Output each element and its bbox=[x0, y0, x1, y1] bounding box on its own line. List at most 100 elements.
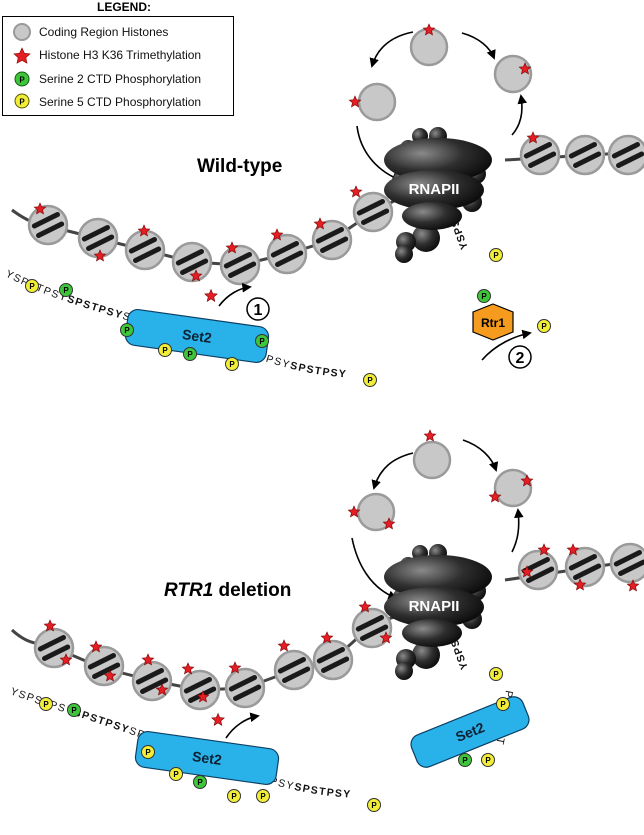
svg-text:P: P bbox=[231, 792, 237, 801]
arrow-rtr1-dephosphorylation bbox=[481, 329, 532, 361]
legend-label-histones: Coding Region Histones bbox=[39, 25, 169, 39]
step-marker-1: 1 bbox=[246, 297, 270, 321]
histone-nucleosome bbox=[33, 627, 75, 669]
ser2-phospho-mark: P bbox=[120, 323, 134, 337]
arrow-set2-methylation bbox=[218, 282, 252, 307]
rtr1-label: Rtr1 bbox=[481, 316, 505, 330]
k36me3-star bbox=[520, 474, 534, 487]
arrow-wildtype-cycle-top bbox=[369, 31, 414, 68]
svg-text:P: P bbox=[493, 670, 499, 679]
k36me3-star bbox=[573, 578, 587, 591]
legend-box: P P Coding Region Histones Histone H3 K3… bbox=[2, 16, 234, 116]
k36me3-star bbox=[423, 429, 437, 442]
k36me3-star bbox=[196, 690, 210, 703]
k36me3-star bbox=[141, 653, 155, 666]
rnapii-complex: RNAPII bbox=[384, 127, 492, 263]
ser2-phospho-mark: P bbox=[183, 347, 197, 361]
k36me3-star bbox=[379, 631, 393, 644]
ser5-phospho-mark: P bbox=[367, 798, 381, 812]
k36me3-star bbox=[33, 202, 47, 215]
legend-label-ser2: Serine 2 CTD Phosphorylation bbox=[39, 72, 202, 86]
k36me3-star bbox=[349, 185, 363, 198]
histone-nucleosome bbox=[77, 217, 119, 259]
ser5-phospho-mark: P bbox=[158, 343, 172, 357]
k36me3-star bbox=[566, 543, 580, 556]
rnapii-label: RNAPII bbox=[409, 598, 460, 615]
svg-text:P: P bbox=[145, 748, 151, 757]
legend-icons: P P bbox=[13, 23, 31, 109]
histone-nucleosome bbox=[273, 649, 315, 691]
svg-text:P: P bbox=[481, 292, 487, 301]
k36me3-star bbox=[211, 712, 225, 726]
arrow-layer bbox=[218, 31, 532, 739]
histone-nucleosome bbox=[312, 639, 354, 681]
k36me3-star bbox=[526, 131, 540, 144]
histone-nucleosome bbox=[224, 667, 266, 709]
histone-nucleosome bbox=[311, 219, 353, 261]
svg-text:P: P bbox=[63, 286, 69, 295]
k36me3-star bbox=[320, 631, 334, 644]
svg-text:P: P bbox=[162, 346, 168, 355]
ser2-phospho-mark: P bbox=[255, 334, 269, 348]
rnapii-complex: RNAPII bbox=[384, 544, 492, 680]
red-star-icon bbox=[13, 47, 31, 64]
legend-title: LEGEND: bbox=[97, 0, 151, 14]
k36me3-star bbox=[348, 95, 362, 108]
arrow-wildtype-cycle-right bbox=[461, 32, 496, 60]
k36me3-star bbox=[347, 505, 361, 518]
ser5-phospho-mark: P bbox=[227, 789, 241, 803]
ser5-phospho-mark: P bbox=[39, 697, 53, 711]
yellow-p-circle-icon: P bbox=[14, 93, 30, 109]
green-p-circle-icon: P bbox=[14, 71, 30, 87]
k36me3-star bbox=[204, 288, 218, 302]
ser5-phospho-mark: P bbox=[169, 767, 183, 781]
svg-text:2: 2 bbox=[516, 350, 525, 367]
ser5-phospho-mark: P bbox=[256, 789, 270, 803]
k36me3-star bbox=[189, 269, 203, 282]
histone-nucleosome bbox=[83, 645, 125, 687]
k36me3-star bbox=[89, 640, 103, 653]
deletion-title-gene: RTR1 bbox=[164, 580, 214, 601]
set2-label: Set2 bbox=[191, 748, 223, 768]
k36me3-star bbox=[518, 62, 532, 75]
histone-nucleosome bbox=[412, 440, 452, 480]
set2-label: Set2 bbox=[181, 326, 213, 346]
svg-text:P: P bbox=[259, 337, 265, 346]
histone-nucleosome bbox=[352, 191, 394, 233]
ser5-phospho-mark: P bbox=[363, 373, 377, 387]
histone-nucleosome bbox=[357, 82, 397, 122]
ser2-phospho-mark: P bbox=[477, 289, 491, 303]
step-marker-2: 2 bbox=[508, 345, 532, 369]
svg-text:P: P bbox=[29, 282, 35, 291]
set2-enzyme-wildtype: Set2 bbox=[124, 308, 270, 364]
svg-text:P: P bbox=[173, 770, 179, 779]
k36me3-star bbox=[225, 241, 239, 254]
ser5-phospho-mark: P bbox=[496, 697, 510, 711]
histone-layer bbox=[27, 27, 644, 711]
arrow-deletion-eviction bbox=[351, 537, 398, 600]
histone-nucleosome bbox=[564, 134, 606, 176]
deletion-title-rest: deletion bbox=[213, 580, 292, 601]
arrow-wildtype-eviction bbox=[356, 125, 402, 182]
histone-nucleosome bbox=[266, 233, 308, 275]
k36me3-star bbox=[43, 619, 57, 632]
deletion-title: RTR1 deletion bbox=[164, 580, 291, 602]
histone-nucleosome bbox=[179, 669, 221, 711]
svg-text:P: P bbox=[19, 98, 25, 107]
k36me3-star bbox=[537, 543, 551, 556]
histone-nucleosome bbox=[409, 27, 449, 67]
svg-text:P: P bbox=[493, 251, 499, 260]
rnapii-label: RNAPII bbox=[409, 181, 460, 198]
svg-text:P: P bbox=[43, 700, 49, 709]
svg-text:P: P bbox=[187, 350, 193, 359]
arrow-deletion-set2-methylation bbox=[225, 712, 260, 739]
ser5-phospho-mark: P bbox=[141, 745, 155, 759]
svg-text:P: P bbox=[124, 326, 130, 335]
svg-text:P: P bbox=[485, 756, 491, 765]
k36me3-star bbox=[155, 683, 169, 696]
histone-nucleosome bbox=[27, 204, 69, 246]
rtr1-enzyme: Rtr1 bbox=[472, 303, 514, 341]
svg-text:P: P bbox=[19, 76, 25, 85]
